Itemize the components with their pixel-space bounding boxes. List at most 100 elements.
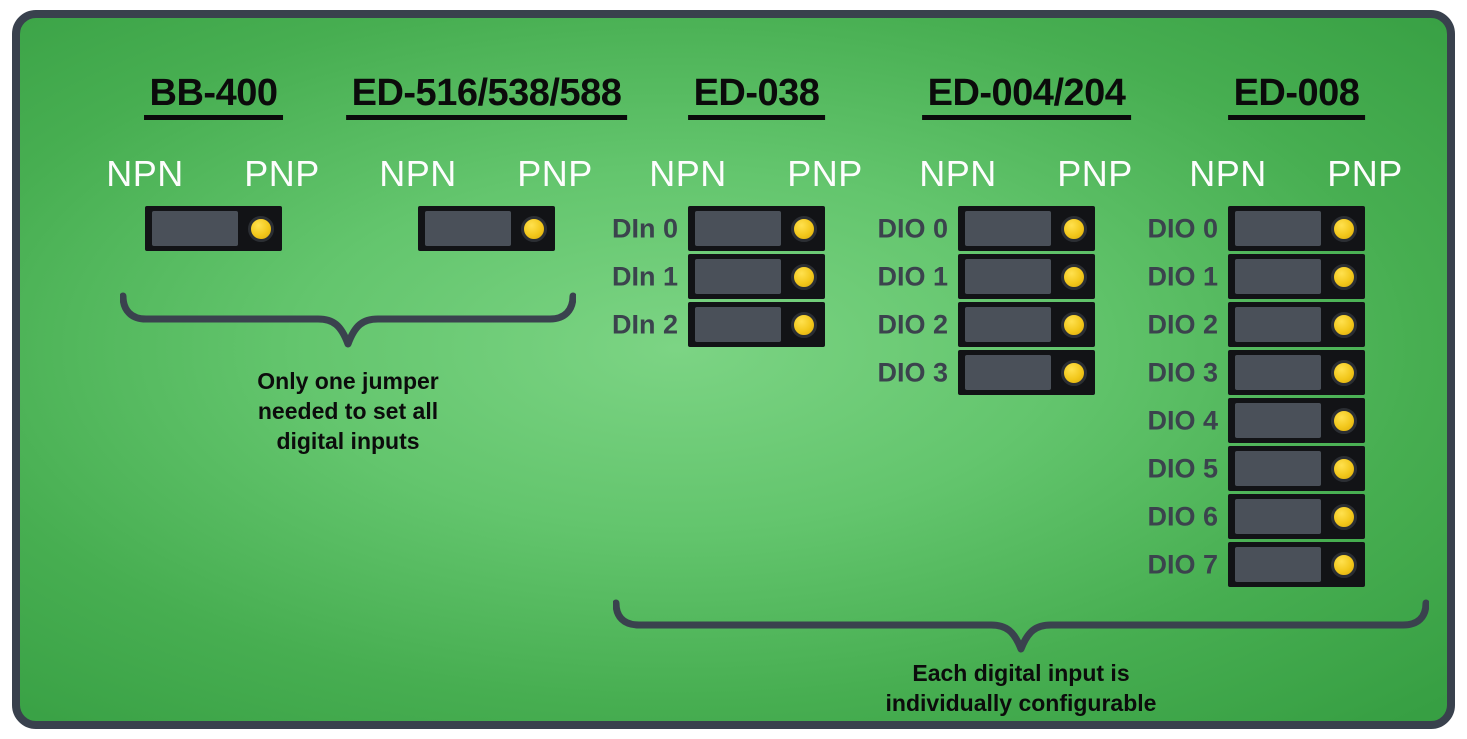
channel-label: DIO 4: [1147, 405, 1218, 435]
jumper-row: DIO 7: [1147, 542, 1365, 587]
pnp-pin-dot-icon: [791, 215, 817, 242]
channel-label: DIO 0: [877, 213, 948, 243]
jumper-block: [1228, 302, 1365, 347]
jumper-block: [688, 302, 825, 347]
brace-left-icon: [120, 292, 576, 348]
jumper-row: DIO 3: [877, 350, 1095, 395]
jumper-block: [1228, 494, 1365, 539]
jumper-row: DIO 3: [1147, 350, 1365, 395]
pnp-pin-dot-icon: [521, 215, 547, 242]
jumper-cap: [965, 355, 1051, 390]
pnp-pin-dot-icon: [1061, 263, 1087, 290]
jumper-row: DIO 6: [1147, 494, 1365, 539]
jumper-cap: [1235, 403, 1321, 438]
pnp-pin-dot-icon: [1331, 263, 1357, 290]
pnp-header-label: PNP: [517, 153, 593, 194]
device-column-ed-038: ED-038 NPN PNP DIn 0 DIn 1 DIn 2: [612, 18, 862, 739]
pnp-header-label: PNP: [787, 153, 863, 194]
jumper-cap: [1235, 547, 1321, 582]
device-title: BB-400: [143, 73, 284, 120]
jumper-row: DIO 1: [1147, 254, 1365, 299]
jumper-row: DIO 2: [877, 302, 1095, 347]
jumper-block: [418, 206, 555, 251]
channel-label: DIO 2: [1147, 309, 1218, 339]
jumper-cap: [695, 259, 781, 294]
device-column-ed-004-204: ED-004/204 NPN PNP DIO 0 DIO 1 DIO 2: [877, 18, 1132, 739]
jumper-block: [1228, 398, 1365, 443]
jumper-row: DIO 1: [877, 254, 1095, 299]
jumper-block: [958, 350, 1095, 395]
npn-header-label: NPN: [649, 153, 727, 194]
pnp-pin-dot-icon: [1061, 359, 1087, 386]
jumper-block: [145, 206, 282, 251]
jumper-cap: [1235, 211, 1321, 246]
pnp-pin-dot-icon: [1331, 455, 1357, 482]
pnp-header-label: PNP: [1057, 153, 1133, 194]
jumper-row: DIO 5: [1147, 446, 1365, 491]
channel-label: DIO 3: [877, 357, 948, 387]
channel-label: DIO 5: [1147, 453, 1218, 483]
channel-label: DIO 0: [1147, 213, 1218, 243]
annotation-single-jumper: Only one jumper needed to set all digita…: [257, 368, 439, 454]
diagram-board: BB-400 NPN PNP ED-516/538/588 NPN PNP: [12, 10, 1455, 729]
pnp-pin-dot-icon: [1061, 215, 1087, 242]
jumper-cap: [965, 259, 1051, 294]
device-title: ED-038: [687, 73, 826, 120]
device-title: ED-516/538/588: [345, 73, 628, 120]
jumper-row: DIO 2: [1147, 302, 1365, 347]
jumper-row: DIn 0: [612, 206, 825, 251]
jumper-cap: [425, 211, 511, 246]
pnp-pin-dot-icon: [1061, 311, 1087, 338]
jumper-block: [688, 254, 825, 299]
jumper-block: [688, 206, 825, 251]
jumper-row: DIn 1: [612, 254, 825, 299]
channel-label: DIn 2: [611, 309, 678, 339]
channel-label: DIO 2: [877, 309, 948, 339]
jumper-block: [958, 206, 1095, 251]
jumper-block: [1228, 446, 1365, 491]
jumper-block: [1228, 350, 1365, 395]
pnp-pin-dot-icon: [791, 311, 817, 338]
pnp-pin-dot-icon: [1331, 551, 1357, 578]
jumper-cap: [695, 211, 781, 246]
jumper-cap: [965, 211, 1051, 246]
pnp-pin-dot-icon: [1331, 311, 1357, 338]
device-column-ed-516-538-588: ED-516/538/588 NPN PNP: [345, 18, 628, 739]
jumper-cap: [1235, 355, 1321, 390]
channel-label: DIO 1: [1147, 261, 1218, 291]
channel-label: DIO 1: [877, 261, 948, 291]
channel-label: DIO 7: [1147, 549, 1218, 579]
device-title: ED-008: [1227, 73, 1366, 120]
jumper-row: [145, 206, 282, 251]
jumper-cap: [1235, 451, 1321, 486]
jumper-row: DIO 0: [1147, 206, 1365, 251]
annotation-individual-config: Each digital input is individually confi…: [885, 660, 1157, 716]
jumper-block: [958, 302, 1095, 347]
jumper-block: [1228, 206, 1365, 251]
jumper-cap: [1235, 499, 1321, 534]
jumper-cap: [1235, 307, 1321, 342]
jumper-cap: [695, 307, 781, 342]
brace-bottom-icon: [613, 599, 1429, 653]
pnp-pin-dot-icon: [1331, 215, 1357, 242]
pnp-pin-dot-icon: [1331, 503, 1357, 530]
npn-header-label: NPN: [919, 153, 997, 194]
channel-label: DIn 1: [611, 261, 678, 291]
pnp-pin-dot-icon: [1331, 407, 1357, 434]
pnp-header-label: PNP: [1327, 153, 1403, 194]
channel-label: DIO 6: [1147, 501, 1218, 531]
jumper-cap: [1235, 259, 1321, 294]
device-column-ed-008: ED-008 NPN PNP DIO 0 DIO 1 DIO 2: [1147, 18, 1402, 739]
device-title: ED-004/204: [921, 73, 1132, 120]
jumper-row: [418, 206, 555, 251]
jumper-row: DIn 2: [612, 302, 825, 347]
npn-header-label: NPN: [106, 153, 184, 194]
jumper-cap: [152, 211, 238, 246]
pnp-header-label: PNP: [244, 153, 320, 194]
jumper-block: [958, 254, 1095, 299]
channel-label: DIn 0: [611, 213, 678, 243]
npn-header-label: NPN: [379, 153, 457, 194]
jumper-row: DIO 4: [1147, 398, 1365, 443]
jumper-block: [1228, 542, 1365, 587]
